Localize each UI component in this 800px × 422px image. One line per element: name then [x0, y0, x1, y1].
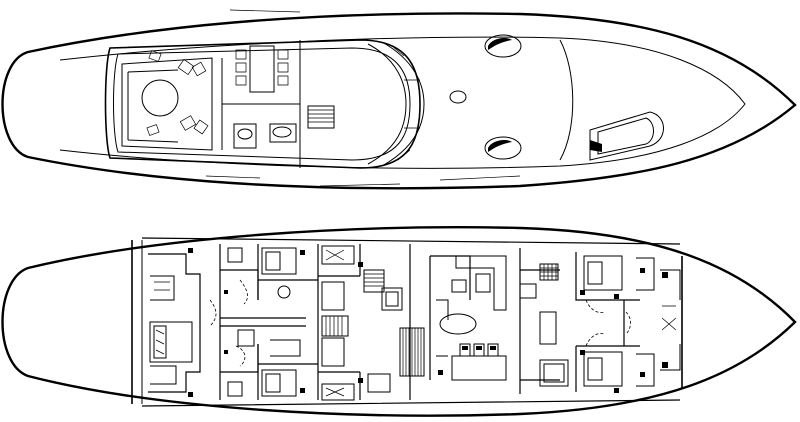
dining-chairs	[236, 50, 288, 85]
main-deck-plan	[3, 10, 796, 188]
cockpit-chairs	[147, 51, 208, 136]
forward-cabins	[520, 252, 680, 393]
cockpit-table	[142, 80, 178, 116]
aft-cockpit-seating	[122, 58, 212, 150]
lower-deck-plan	[3, 227, 796, 415]
forward-hatch-starboard	[485, 137, 521, 159]
main-deck-hull	[3, 13, 796, 188]
forward-hatch-port	[485, 35, 521, 57]
deckhouse	[106, 40, 421, 168]
companionway-stairs	[400, 328, 424, 376]
aft-engine-room	[148, 254, 200, 392]
guest-cabins	[318, 244, 402, 400]
lower-deck-hull	[3, 227, 796, 415]
dining-table	[250, 46, 274, 92]
saloon-galley	[430, 248, 520, 394]
main-deck-stairs	[308, 106, 334, 128]
saloon-table	[440, 314, 476, 334]
tender-dinghy	[590, 112, 664, 160]
crew-cabins	[210, 244, 318, 400]
